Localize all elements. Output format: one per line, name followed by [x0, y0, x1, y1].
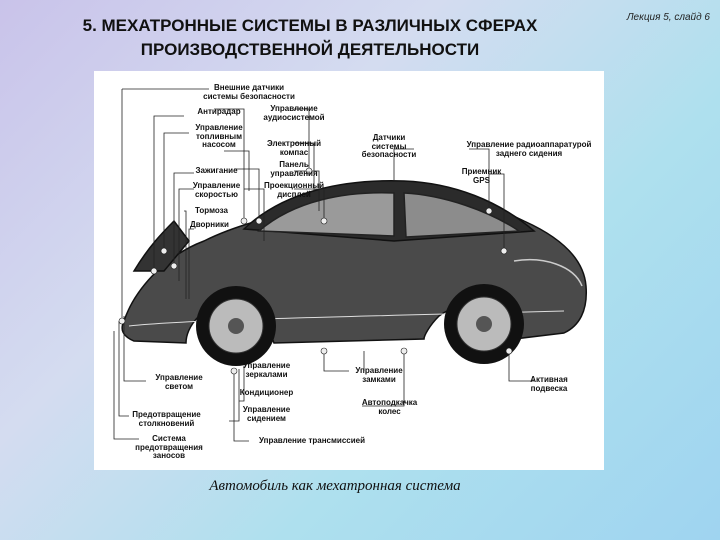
- label-gps: Приемник GPS: [461, 167, 502, 185]
- title-line-1: 5. МЕХАТРОННЫЕ СИСТЕМЫ В РАЗЛИЧНЫХ СФЕРА…: [82, 16, 538, 35]
- label-radio-seat: Управление радиоаппаратурой заднего сиде…: [466, 140, 592, 158]
- label-fuel-pump: Управление топливным насосом: [195, 123, 243, 149]
- figure-caption: Автомобиль как мехатронная система: [209, 478, 461, 494]
- label-safety-sensors: Датчики системы безопасности: [361, 133, 417, 159]
- slide-number: Лекция 5, слайд 6: [626, 12, 710, 23]
- label-collision-prevention: Предотвращение столкновений: [132, 410, 201, 428]
- label-wipers: Дворники: [190, 220, 229, 229]
- label-auto-jack: Автоподкачка колес: [361, 398, 418, 416]
- label-transmission-control: Управление трансмиссией: [258, 436, 366, 445]
- label-ignition: Зажигание: [195, 166, 238, 175]
- label-speed-control: Управление скоростью: [192, 181, 241, 199]
- front-wheel: [196, 286, 276, 366]
- label-lock-control: Управление замками: [355, 366, 403, 384]
- label-seat-control: Управление сидением: [242, 405, 291, 423]
- label-active-suspension: Активная подвеска: [530, 375, 568, 393]
- rear-wheel: [444, 284, 524, 364]
- sensor-dots: [118, 167, 513, 375]
- label-external-sensors: Внешние датчики системы безопасности: [203, 83, 295, 101]
- label-electronic-compass: Электронный компас: [266, 139, 322, 157]
- label-audio-control: Управление аудиосистемой: [263, 104, 325, 122]
- label-brakes: Тормоза: [195, 206, 228, 215]
- leader-lines: [113, 88, 534, 442]
- label-skid-prevention: Система предотвращения заносов: [135, 434, 203, 460]
- slide-title: 5. МЕХАТРОННЫЕ СИСТЕМЫ В РАЗЛИЧНЫХ СФЕРА…: [30, 14, 590, 62]
- car-diagram: Внешние датчики системы безопасности Ант…: [94, 71, 604, 470]
- label-light-control: Управление светом: [155, 373, 203, 391]
- title-line-2: ПРОИЗВОДСТВЕННОЙ ДЕЯТЕЛЬНОСТИ: [140, 40, 480, 59]
- label-control-panel: Панель управления: [270, 160, 318, 178]
- label-antiradar: Антирадар: [197, 107, 241, 116]
- label-projection-display: Проекционный дисплей: [263, 181, 325, 199]
- label-air-conditioner: Кондиционер: [239, 388, 294, 397]
- label-mirror-control: Управление зеркалами: [242, 361, 291, 379]
- car-illustration: [113, 88, 587, 442]
